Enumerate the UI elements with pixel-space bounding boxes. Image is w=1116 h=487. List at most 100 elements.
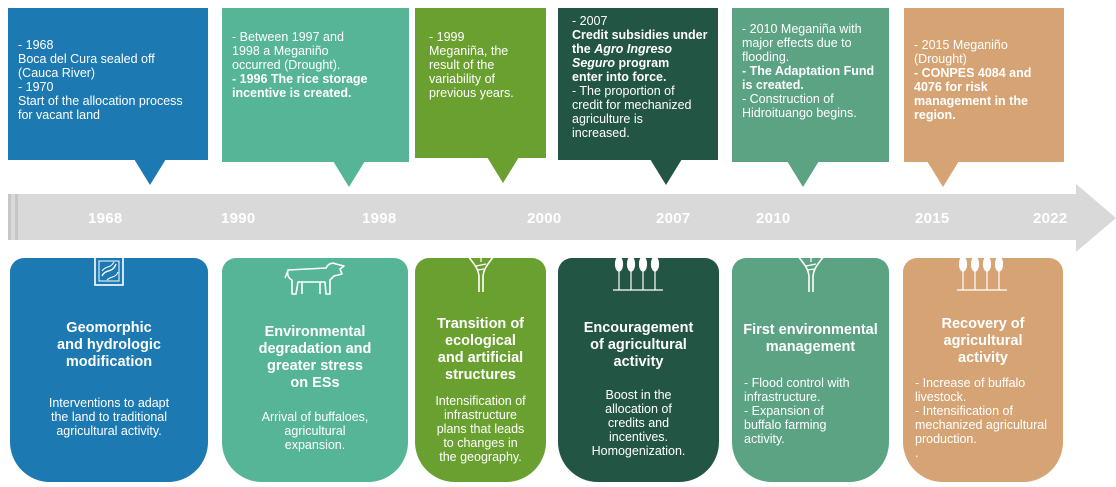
callout-line: major effects due to [742, 36, 852, 50]
stage-body-line: incentives. [608, 430, 669, 444]
callout-line: program [615, 56, 670, 70]
wheat-icon [612, 256, 663, 291]
callout-line: Credit subsidies under [572, 28, 708, 42]
stage-body-line: Boost in the [605, 388, 672, 402]
stage-body-line: Arrival of buffaloes, [261, 410, 369, 424]
callout-pointer [927, 161, 959, 187]
callout-line: 1998 a Meganiño [232, 44, 329, 58]
stage-title-line: greater stress [267, 358, 363, 374]
callout-2010: - 2010 Meganiña with major effects due t… [732, 8, 889, 162]
stage-encouragement-agriculture: Encouragement of agricultural activity B… [558, 256, 719, 482]
stage-body-line: Intensification of [435, 394, 526, 408]
stage-body-line: the geography. [439, 450, 522, 464]
callout-1999: - 1999 Meganiña, the result of the varia… [415, 8, 546, 158]
channel-split-icon [466, 255, 495, 292]
stage-transition-structures: Transition of ecological and artificial … [415, 255, 546, 482]
stage-body-line: - Flood control with [744, 376, 850, 390]
stage-title-line: of agricultural [590, 337, 687, 353]
stage-geomorphic-modification: Geomorphic and hydrologic modification I… [10, 256, 208, 482]
stage-title-line: structures [445, 367, 516, 383]
stage-title-line: degradation and [258, 341, 372, 357]
stage-title-line: and hydrologic [57, 337, 161, 353]
callout-line: Boca del Cura sealed off [18, 52, 155, 66]
stage-body-line: agricultural activity. [56, 424, 162, 438]
callout-line: incentive is created. [232, 86, 352, 100]
stage-body-line: - Increase of buffalo [915, 376, 1026, 390]
stage-title-line: activity [958, 350, 1008, 366]
callout-pointer [650, 159, 682, 185]
stage-body-line: - Intensification of [915, 404, 1013, 418]
callout-pointer [787, 161, 819, 187]
callout-line: Meganiña, the [429, 44, 509, 58]
callout-line: occurred (Drought). [232, 58, 341, 72]
timeline-edge [15, 194, 18, 240]
callout-line: variability of [429, 72, 495, 86]
callout-line: credit for mechanized [572, 98, 692, 112]
callout-line: - 2007 [572, 14, 608, 28]
year-label: 1968 [88, 210, 123, 227]
stage-title-line: Encouragement [583, 320, 694, 336]
stage-title-line: ecological [445, 333, 516, 349]
callout-line: flooding. [742, 50, 790, 64]
callout-line: - Construction of [742, 92, 834, 106]
callout-line: - CONPES 4084 and [914, 66, 1032, 80]
callout-line: the [572, 42, 595, 56]
stage-title-line: Environmental [264, 324, 366, 340]
callout-line: previous years. [429, 86, 514, 100]
callout-line: - The proportion of [572, 84, 675, 98]
stage-body-line: . [915, 446, 919, 460]
stage-title-line: First environmental [743, 322, 878, 338]
stage-body-line: mechanized agricultural [915, 418, 1048, 432]
callout-line: result of the [429, 58, 495, 72]
timeline-arrow-band [8, 194, 1080, 240]
year-label: 2007 [656, 210, 691, 227]
stage-title-line: Geomorphic [66, 320, 152, 336]
callout-line: is created. [742, 78, 804, 92]
callout-line: - 1999 [429, 30, 465, 44]
callout-line: region. [914, 108, 956, 122]
stage-body-line: to changes in [443, 436, 518, 450]
callout-line: - Between 1997 and [232, 30, 344, 44]
stage-title-line: activity [613, 354, 664, 370]
callout-line: - 1970 [18, 80, 54, 94]
callout-line: Hidroituango begins. [742, 106, 857, 120]
stage-first-environmental-management: First environmental management - Flood c… [732, 255, 889, 482]
stage-body-line: expansion. [284, 438, 346, 452]
year-label: 2010 [756, 210, 791, 227]
stage-title-line: modification [65, 354, 153, 370]
stage-environmental-degradation: Environmental degradation and greater st… [222, 258, 408, 482]
callout-line: enter into force. [572, 70, 667, 84]
wheat-icon [957, 256, 1007, 291]
callout-pointer [333, 161, 365, 187]
stage-body-line: activity. [744, 432, 785, 446]
callout-line: - 2015 Meganiño [914, 38, 1008, 52]
program-name: Agro Ingreso [594, 42, 673, 56]
stage-body-line: production. [915, 432, 977, 446]
stage-body-line: - Expansion of [744, 404, 824, 418]
buffalo-icon [284, 262, 345, 295]
stage-title-line: management [765, 339, 856, 355]
stage-body-line: credits and [607, 416, 670, 430]
callout-1968-1970: - 1968 Boca del Cura sealed off (Cauca R… [8, 8, 208, 160]
callout-line: - 2010 Meganiña with [742, 22, 862, 36]
stage-body-line: the land to traditional [50, 410, 168, 424]
floodplain-map-icon [94, 256, 124, 286]
callout-line: - The Adaptation Fund [742, 64, 875, 78]
callout-line: (Cauca River) [18, 66, 96, 80]
stage-body-line: buffalo farming [744, 418, 827, 432]
stage-body-line: livestock. [915, 390, 967, 404]
callout-pointer [487, 157, 519, 183]
callout-line: increased. [572, 126, 630, 140]
channel-split-icon [796, 255, 825, 292]
callout-line: Start of the allocation process [18, 94, 183, 108]
callout-pointer [134, 159, 166, 185]
callout-2007: - 2007 Credit subsidies under the Agro I… [558, 8, 718, 160]
timeline-arrowhead [1076, 184, 1116, 252]
stage-body-line: allocation of [605, 402, 672, 416]
stage-body-line: Homogenization. [591, 444, 686, 458]
program-name: Seguro [572, 56, 616, 70]
stage-body-line: plans that leads [436, 422, 525, 436]
stage-recovery-agriculture: Recovery of agricultural activity - Incr… [903, 256, 1063, 482]
stage-title-line: and artificial [437, 350, 524, 366]
stage-title-line: Transition of [437, 316, 524, 332]
